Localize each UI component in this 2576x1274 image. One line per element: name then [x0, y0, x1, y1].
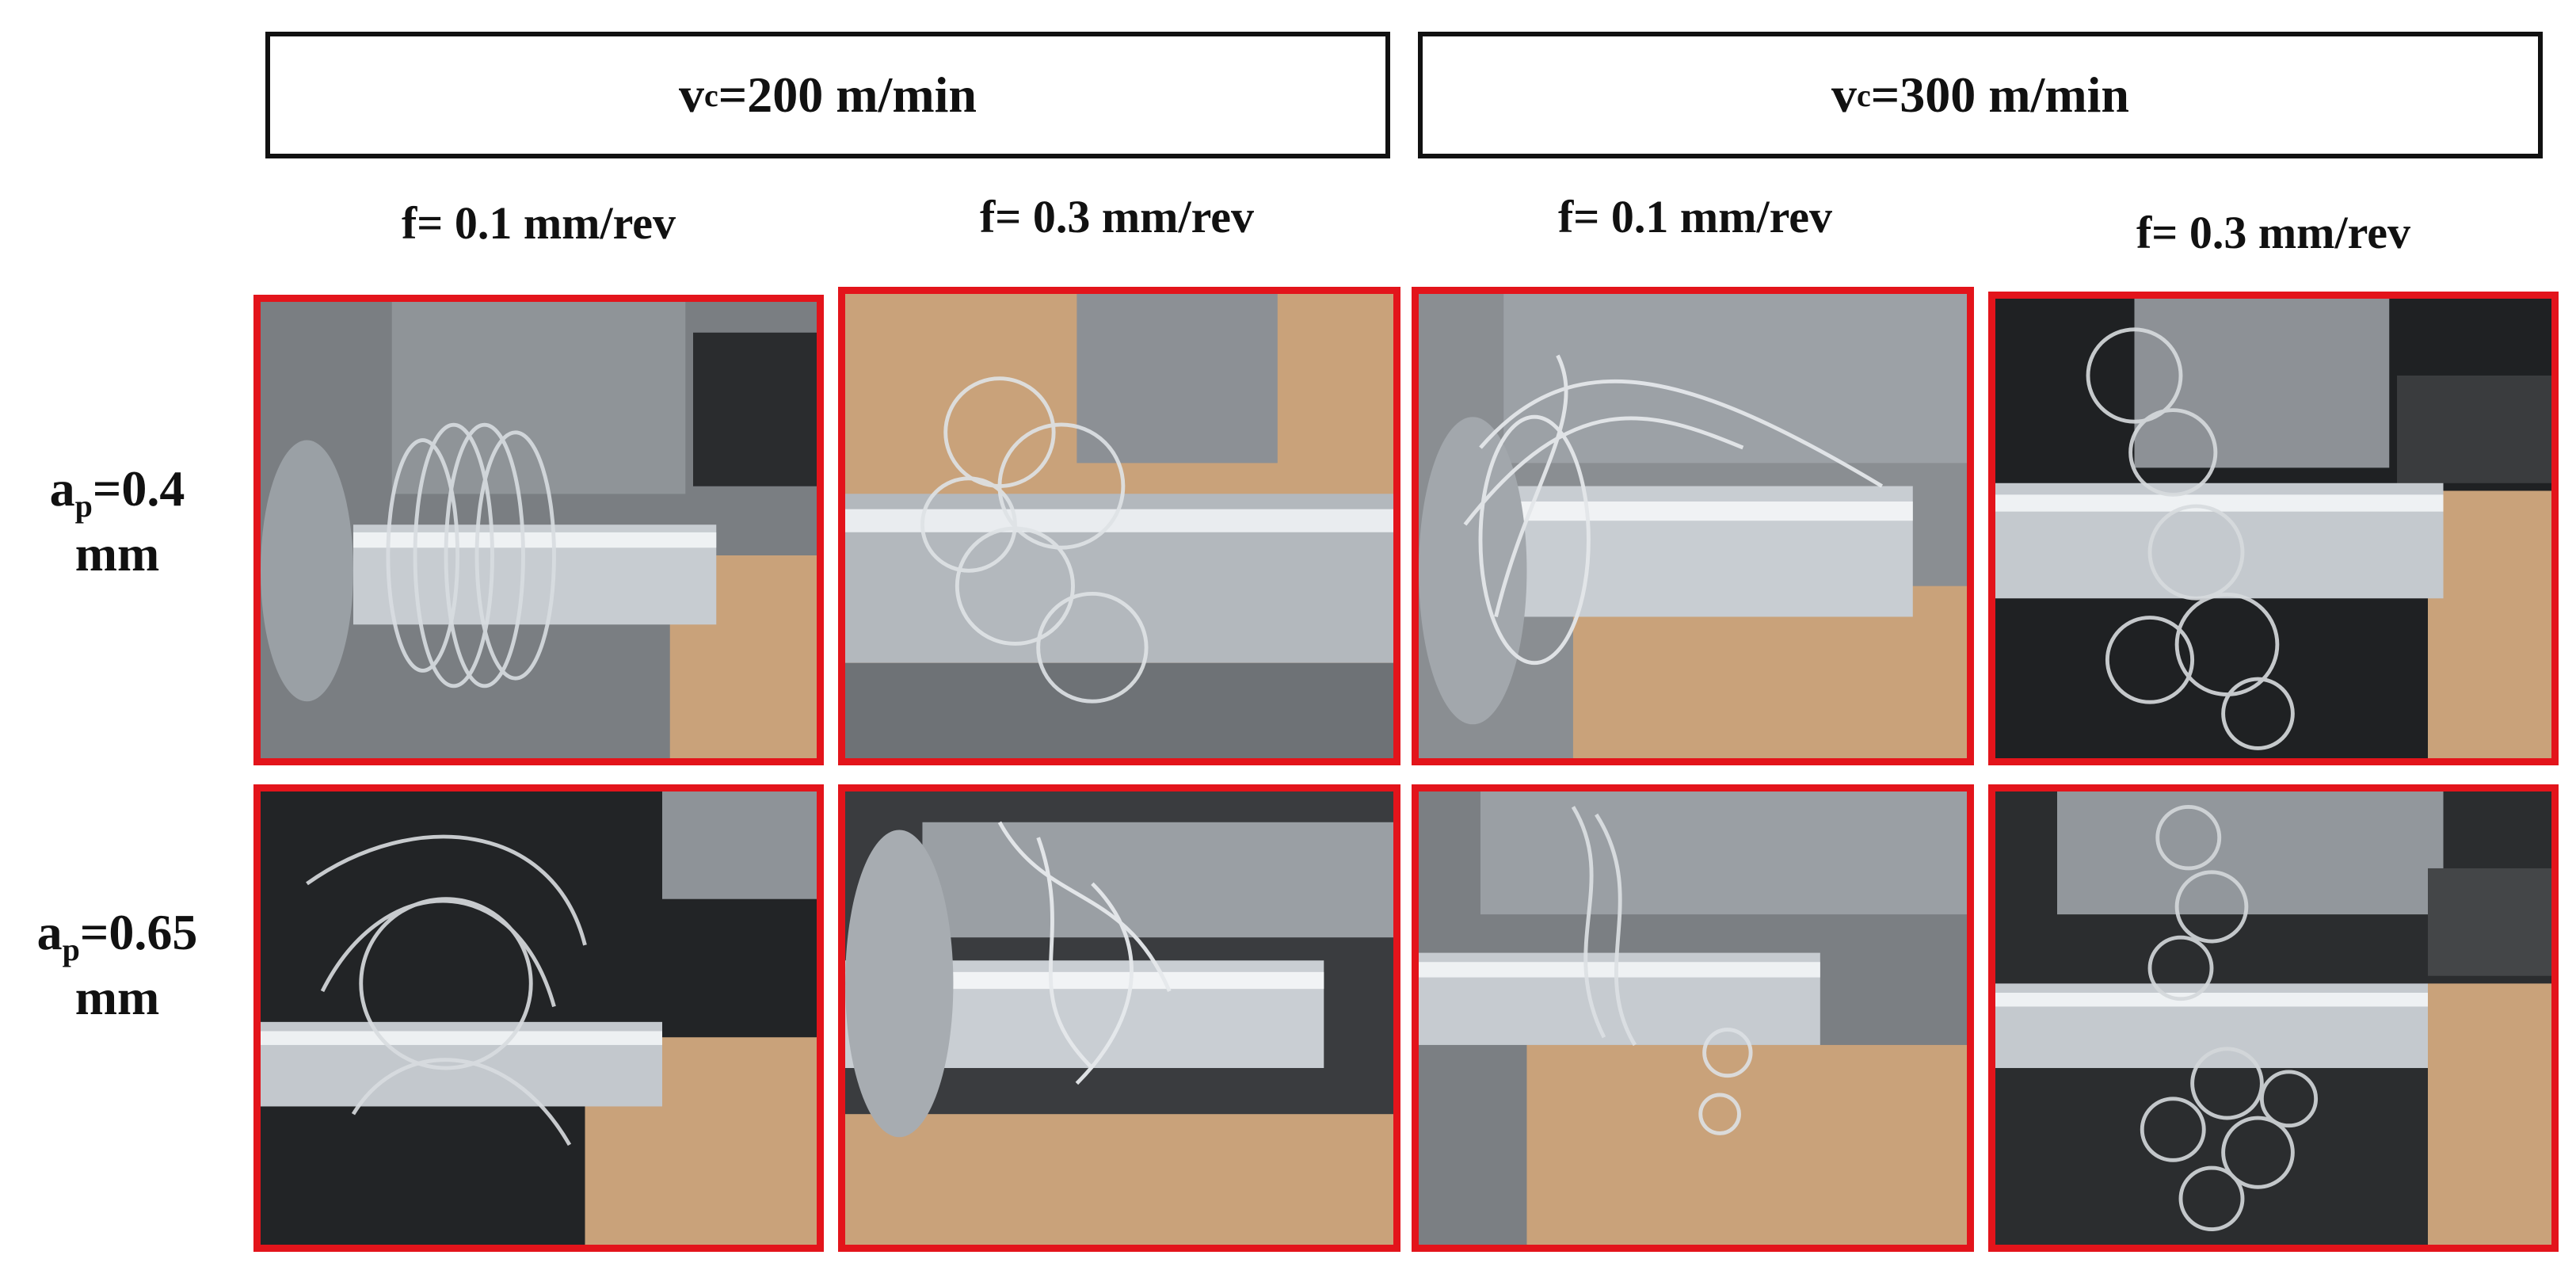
speed-label-main: v [1831, 67, 1857, 123]
photo-r2c3 [1412, 784, 1974, 1252]
lathe-chip-photo [845, 294, 1393, 758]
depth-label-row1: ap=0.4 mm [49, 460, 185, 582]
photo-r2c4 [1988, 784, 2559, 1252]
lathe-chip-photo [845, 791, 1393, 1245]
photo-r1c1 [253, 295, 824, 765]
feed-label-col3: f= 0.1 mm/rev [1557, 191, 1833, 242]
photo-r1c2 [838, 287, 1400, 765]
photo-r2c1 [253, 784, 824, 1252]
feed-label-col2: f= 0.3 mm/rev [979, 191, 1255, 242]
speed-label-sub: c [1856, 77, 1871, 113]
lathe-chip-photo [1995, 299, 2551, 758]
photo-r2c2 [838, 784, 1400, 1252]
speed-label-rest: =300 m/min [1870, 67, 2129, 123]
lathe-chip-photo [1419, 294, 1967, 758]
lathe-chip-photo [261, 302, 817, 758]
depth-label-row2: ap=0.65 mm [36, 904, 198, 1025]
speed-label-rest: =200 m/min [718, 67, 977, 123]
photo-r1c4 [1988, 292, 2559, 765]
feed-label-col1: f= 0.1 mm/rev [401, 197, 676, 249]
speed-label-main: v [678, 67, 704, 123]
lathe-chip-photo [1419, 791, 1967, 1245]
lathe-chip-photo [261, 791, 817, 1245]
photo-r1c3 [1412, 287, 1974, 765]
feed-label-col4: f= 0.3 mm/rev [2136, 207, 2411, 258]
speed-label-sub: c [703, 77, 718, 113]
lathe-chip-photo [1995, 791, 2551, 1245]
